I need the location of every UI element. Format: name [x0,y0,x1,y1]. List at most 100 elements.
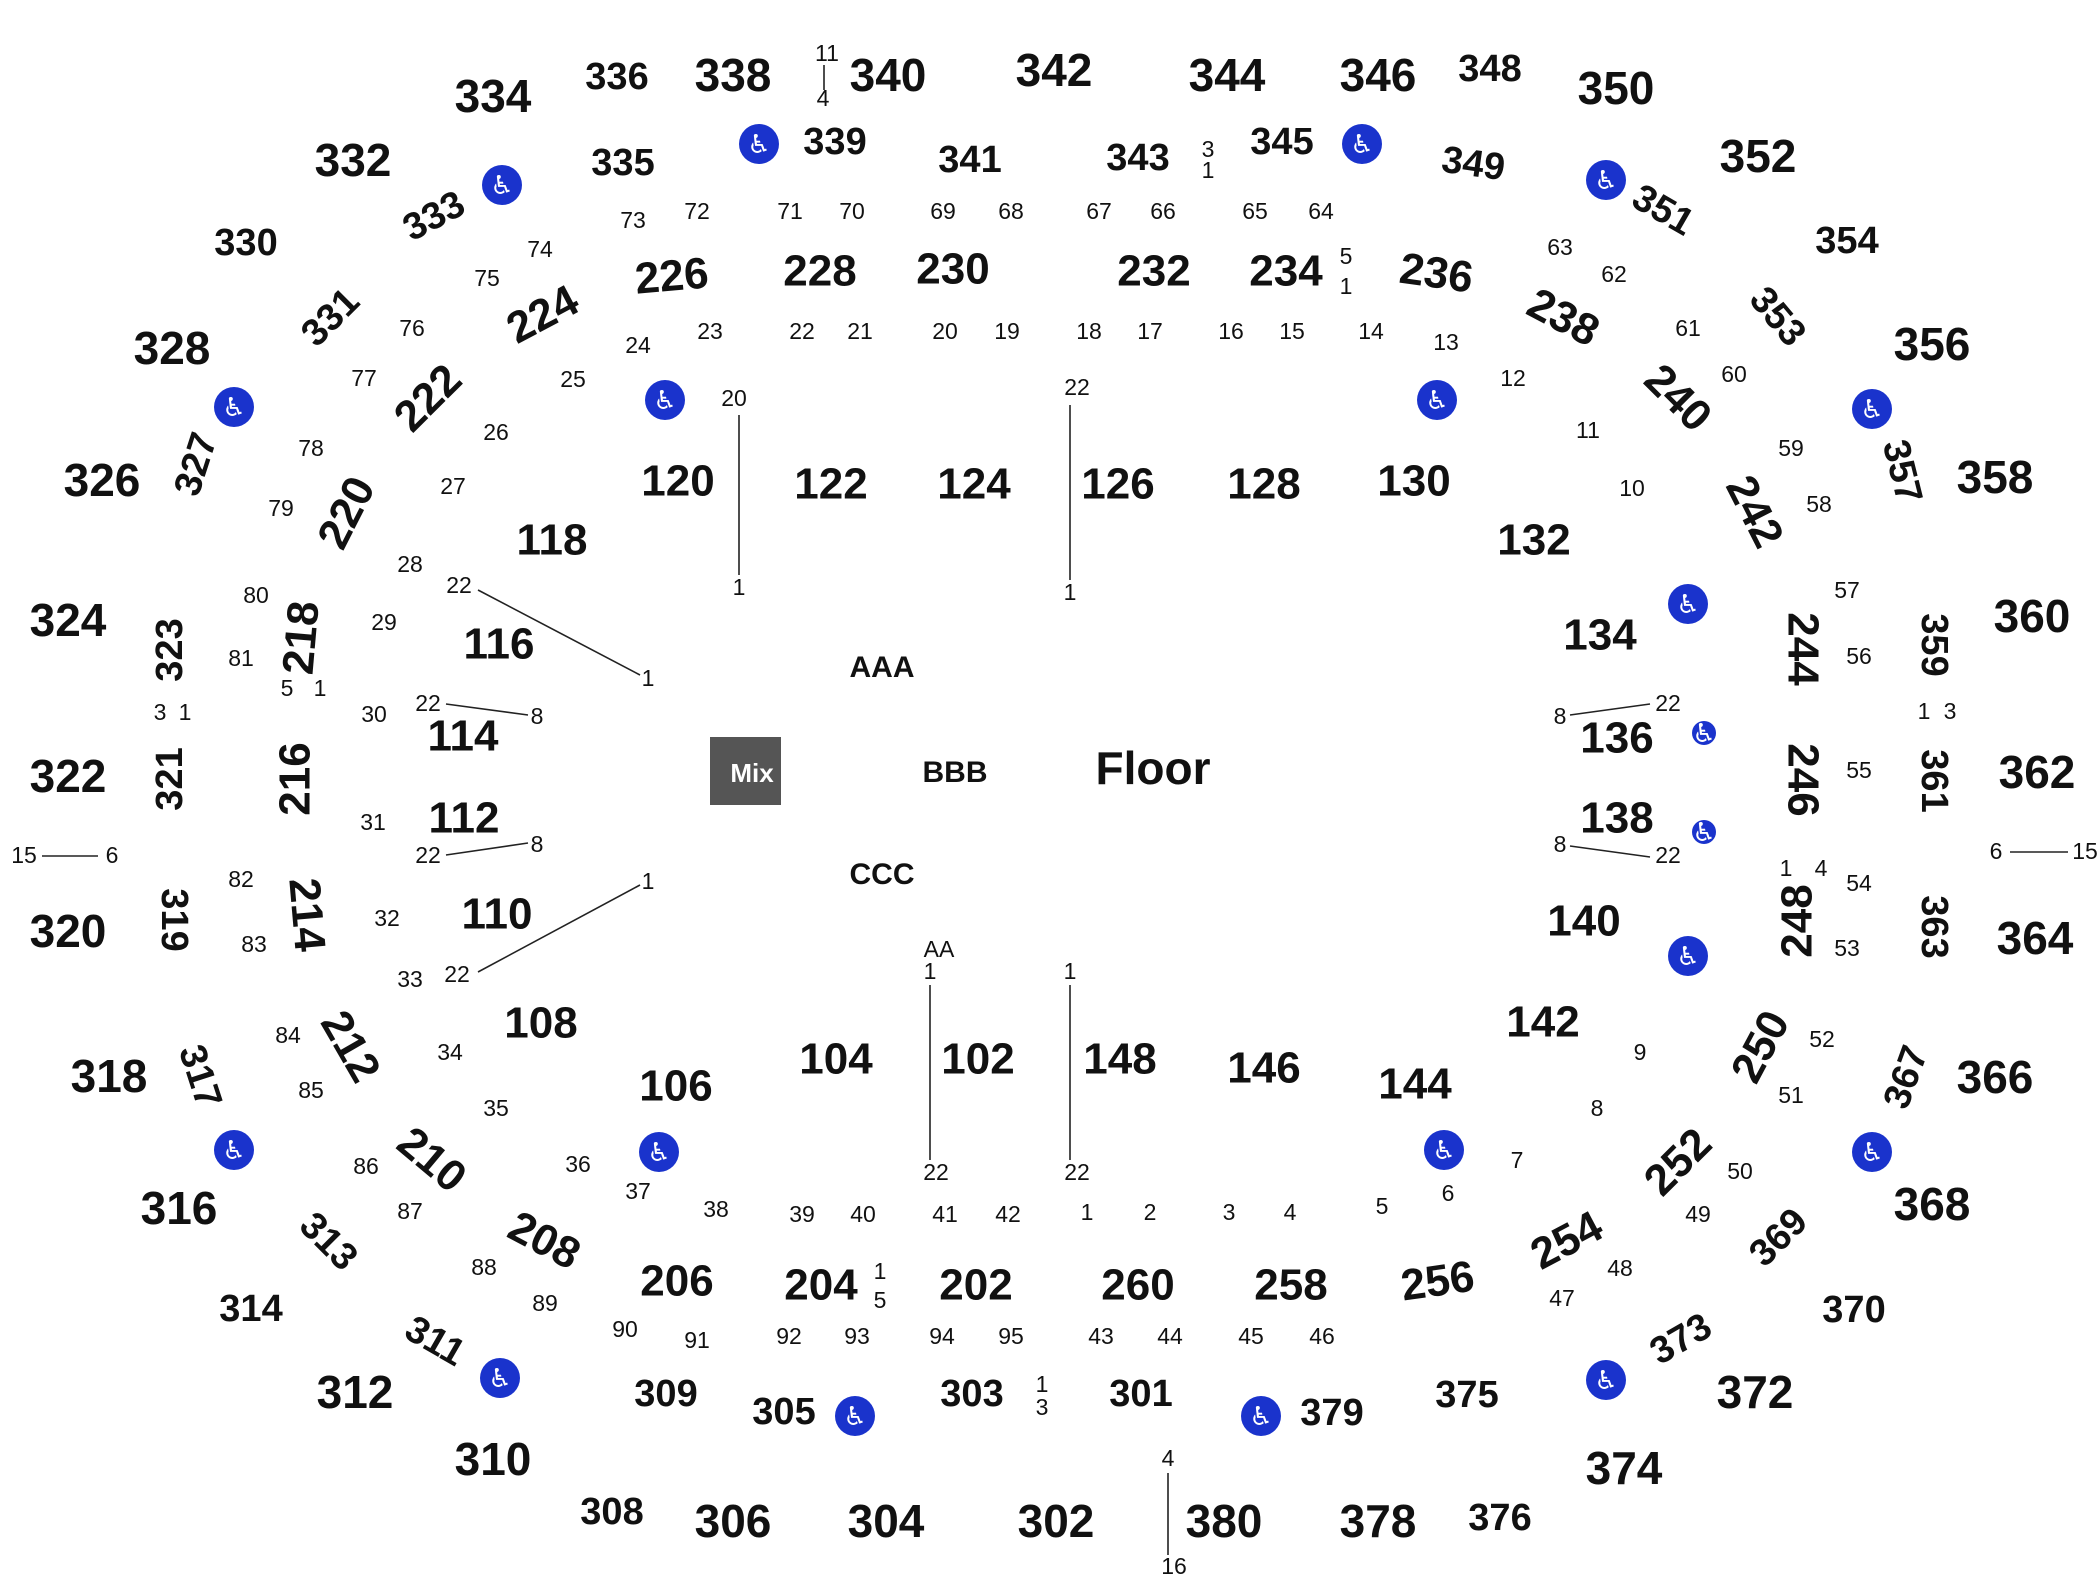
section-116[interactable]: 116 [464,620,535,669]
section-379[interactable]: 379 [1300,1392,1363,1434]
section-146[interactable]: 146 [1227,1044,1300,1093]
section-332[interactable]: 332 [315,134,392,186]
section-373[interactable]: 373 [1643,1305,1719,1373]
section-358[interactable]: 358 [1957,451,2034,503]
section-361[interactable]: 361 [1913,749,1955,812]
section-130[interactable]: 130 [1377,457,1450,506]
section-138[interactable]: 138 [1580,794,1653,843]
section-210[interactable]: 210 [388,1117,476,1202]
section-370[interactable]: 370 [1822,1289,1885,1331]
section-330[interactable]: 330 [214,222,277,264]
section-220[interactable]: 220 [308,469,385,557]
section-314[interactable]: 314 [219,1288,282,1330]
section-311[interactable]: 311 [398,1308,472,1375]
section-122[interactable]: 122 [794,460,867,509]
section-316[interactable]: 316 [141,1182,218,1234]
section-369[interactable]: 369 [1741,1200,1816,1275]
section-230[interactable]: 230 [916,245,989,294]
section-305[interactable]: 305 [752,1391,815,1433]
section-378[interactable]: 378 [1340,1495,1417,1547]
section-302[interactable]: 302 [1018,1495,1095,1547]
section-376[interactable]: 376 [1468,1497,1531,1539]
section-214[interactable]: 214 [279,876,334,954]
section-327[interactable]: 327 [166,428,226,501]
section-228[interactable]: 228 [783,247,856,296]
section-344[interactable]: 344 [1189,49,1266,101]
section-134[interactable]: 134 [1563,611,1637,660]
section-258[interactable]: 258 [1254,1261,1327,1310]
section-252[interactable]: 252 [1635,1119,1722,1206]
section-339[interactable]: 339 [803,121,866,163]
section-254[interactable]: 254 [1523,1201,1611,1279]
section-360[interactable]: 360 [1994,590,2071,642]
section-128[interactable]: 128 [1227,460,1300,509]
section-108[interactable]: 108 [504,999,577,1048]
section-306[interactable]: 306 [695,1495,772,1547]
section-359[interactable]: 359 [1913,613,1955,676]
section-356[interactable]: 356 [1894,318,1971,370]
section-345[interactable]: 345 [1250,121,1313,163]
section-328[interactable]: 328 [134,322,211,374]
section-104[interactable]: 104 [799,1035,873,1084]
section-366[interactable]: 366 [1957,1051,2034,1103]
section-342[interactable]: 342 [1016,44,1093,96]
section-313[interactable]: 313 [291,1204,366,1279]
section-234[interactable]: 234 [1249,247,1323,296]
section-236[interactable]: 236 [1397,244,1477,303]
section-322[interactable]: 322 [30,750,107,802]
section-331[interactable]: 331 [293,280,368,355]
section-126[interactable]: 126 [1081,460,1154,509]
section-372[interactable]: 372 [1717,1366,1794,1418]
section-335[interactable]: 335 [591,142,654,184]
section-301[interactable]: 301 [1109,1373,1172,1415]
section-368[interactable]: 368 [1894,1178,1971,1230]
section-320[interactable]: 320 [30,905,107,957]
section-250[interactable]: 250 [1722,1003,1800,1091]
section-352[interactable]: 352 [1720,130,1797,182]
section-206[interactable]: 206 [640,1257,713,1306]
section-148[interactable]: 148 [1083,1035,1156,1084]
section-312[interactable]: 312 [317,1366,394,1418]
section-357[interactable]: 357 [1874,436,1930,508]
section-242[interactable]: 242 [1716,468,1793,556]
section-367[interactable]: 367 [1876,1040,1937,1114]
section-303[interactable]: 303 [940,1373,1003,1415]
section-336[interactable]: 336 [585,56,648,98]
floor-row-bbb[interactable]: BBB [923,756,988,789]
section-240[interactable]: 240 [1635,355,1722,442]
section-318[interactable]: 318 [71,1050,148,1102]
section-124[interactable]: 124 [937,460,1011,509]
section-351[interactable]: 351 [1625,176,1701,244]
section-317[interactable]: 317 [170,1040,230,1113]
floor-row-ccc[interactable]: CCC [850,858,915,891]
section-232[interactable]: 232 [1117,247,1190,296]
section-323[interactable]: 323 [149,618,191,681]
section-308[interactable]: 308 [580,1491,643,1533]
section-140[interactable]: 140 [1547,897,1620,946]
section-341[interactable]: 341 [938,139,1001,181]
section-304[interactable]: 304 [848,1495,925,1547]
section-102[interactable]: 102 [941,1035,1014,1084]
section-224[interactable]: 224 [499,275,587,353]
section-349[interactable]: 349 [1439,139,1508,189]
section-338[interactable]: 338 [695,49,772,101]
section-118[interactable]: 118 [517,516,588,565]
section-202[interactable]: 202 [939,1261,1012,1310]
section-374[interactable]: 374 [1586,1442,1663,1494]
section-260[interactable]: 260 [1101,1261,1174,1310]
section-350[interactable]: 350 [1578,62,1655,114]
section-348[interactable]: 348 [1458,48,1521,90]
section-354[interactable]: 354 [1815,220,1878,262]
section-364[interactable]: 364 [1997,912,2074,964]
section-120[interactable]: 120 [641,457,714,506]
section-340[interactable]: 340 [850,49,927,101]
section-353[interactable]: 353 [1741,279,1814,355]
floor-row-aaa[interactable]: AAA [850,651,915,684]
section-144[interactable]: 144 [1378,1060,1452,1109]
section-218[interactable]: 218 [274,599,329,676]
section-244[interactable]: 244 [1778,612,1827,686]
section-343[interactable]: 343 [1106,137,1169,179]
section-114[interactable]: 114 [428,712,500,761]
section-226[interactable]: 226 [633,249,710,304]
section-326[interactable]: 326 [64,454,141,506]
